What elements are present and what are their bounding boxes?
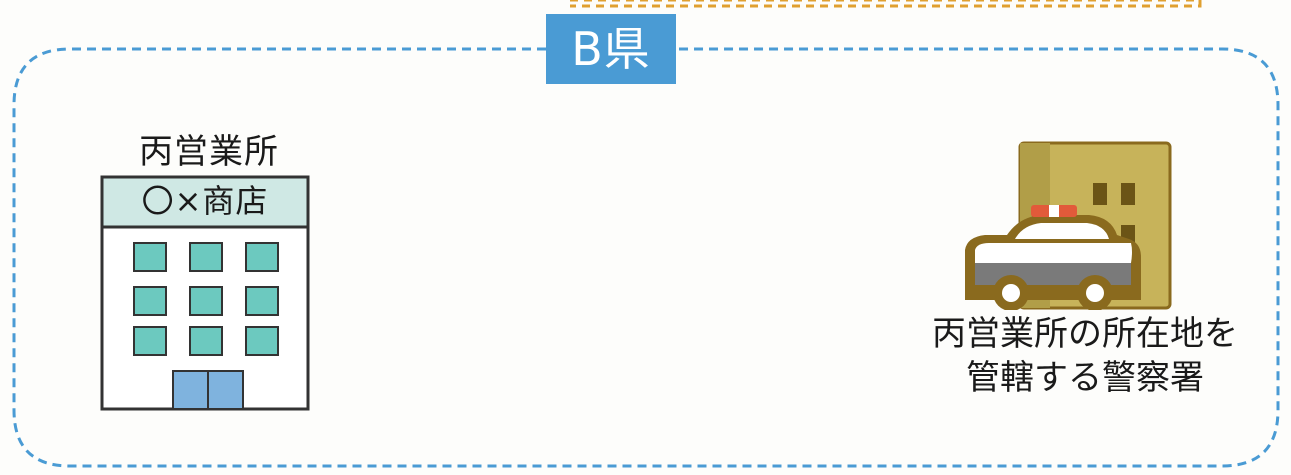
police-station-caption: 丙営業所の所在地を 管轄する警察署 — [905, 312, 1265, 400]
police-station-icon — [965, 141, 1172, 310]
prefecture-label: B県 — [546, 14, 676, 84]
police-caption-line-2: 管轄する警察署 — [966, 358, 1204, 398]
shop-sign: 〇×商店 — [141, 182, 269, 220]
office-building-icon — [100, 175, 310, 411]
office-title: 丙営業所 — [139, 132, 279, 172]
police-car-icon — [965, 205, 1141, 310]
police-caption-line-1: 丙営業所の所在地を — [932, 314, 1238, 354]
top-strip-decoration — [570, 0, 1202, 8]
